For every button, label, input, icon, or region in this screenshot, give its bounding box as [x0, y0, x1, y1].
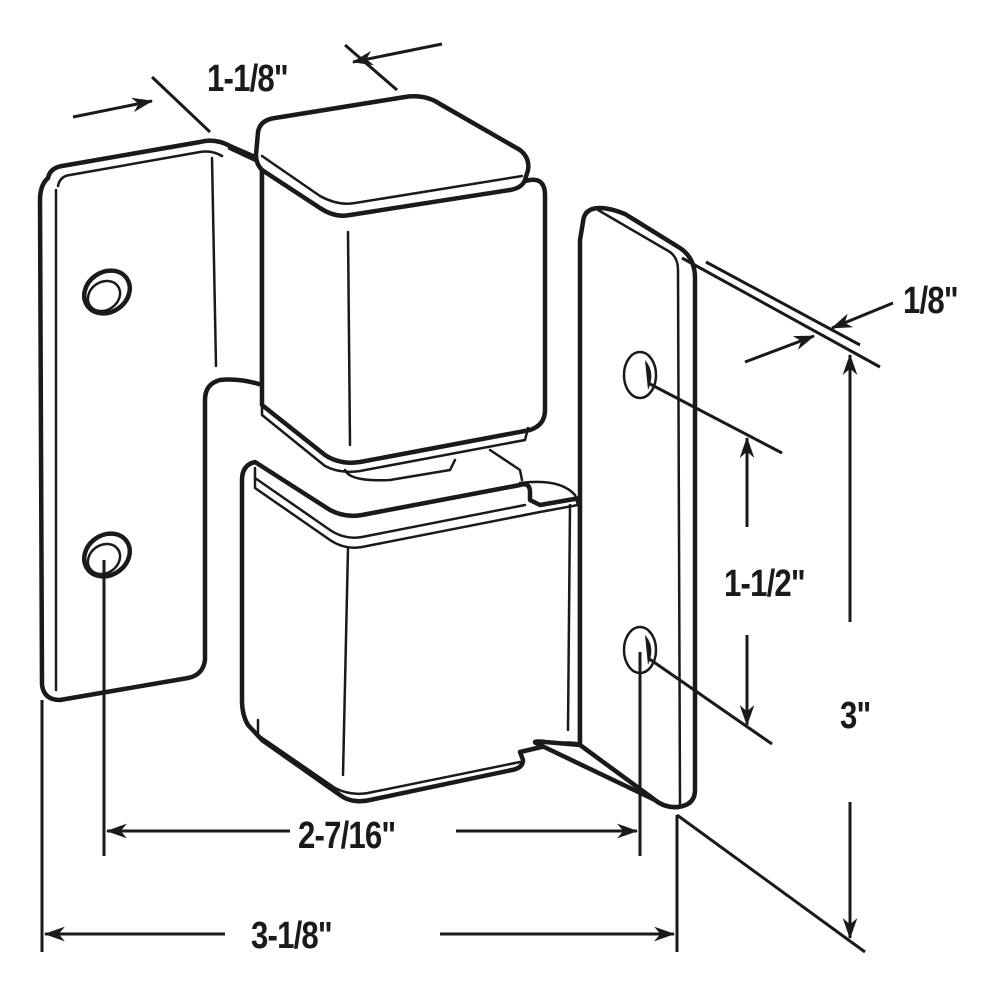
label-hole-center-span: 2-7/16" — [298, 815, 396, 857]
left-leaf-lower-hole — [81, 531, 133, 579]
upper-knuckle — [227, 94, 548, 474]
left-leaf — [37, 138, 265, 703]
dimension-knuckle-width — [72, 42, 443, 134]
label-knuckle-width: 1-1/8" — [207, 58, 289, 100]
label-leaf-height: 3" — [840, 695, 871, 737]
dimension-hole-center-span — [102, 560, 642, 856]
label-overall-width: 3-1/8" — [251, 915, 333, 957]
dimension-overall-width — [40, 700, 679, 952]
label-hole-spacing: 1-1/2" — [724, 563, 806, 605]
dimension-hole-spacing — [647, 381, 783, 746]
left-leaf-upper-hole — [81, 268, 133, 316]
hinge-pin — [343, 448, 524, 482]
dimension-leaf-thickness — [681, 256, 894, 369]
lower-knuckle — [239, 459, 583, 804]
dimension-leaf-height — [676, 353, 866, 954]
label-leaf-thickness: 1/8" — [903, 280, 959, 322]
